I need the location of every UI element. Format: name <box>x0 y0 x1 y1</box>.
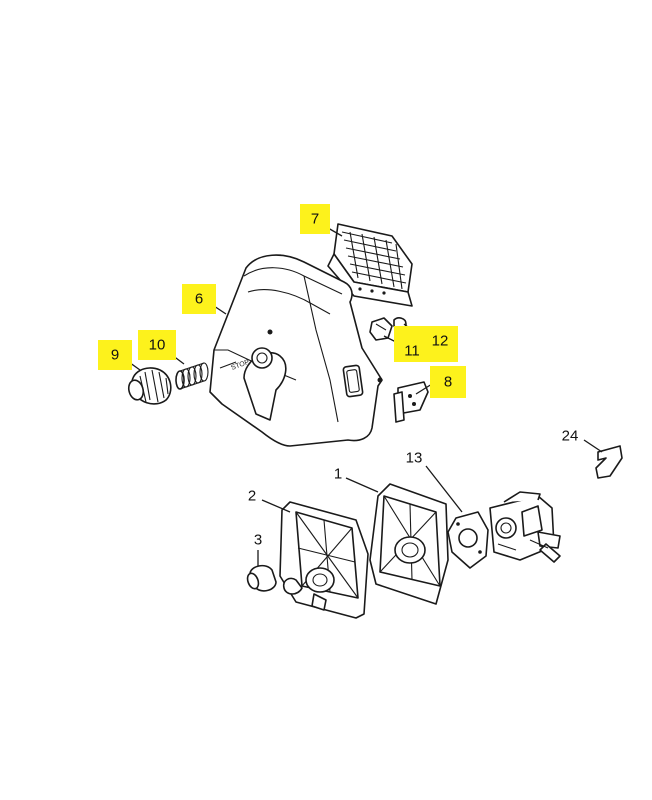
callout-8-highlight <box>430 366 466 398</box>
callout-1-label: 1 <box>334 466 342 483</box>
callout-9-label: 9 <box>111 347 119 364</box>
part-8-bracket <box>393 381 429 423</box>
callout-3-label: 3 <box>254 532 262 549</box>
callout-6-label: 6 <box>195 291 203 308</box>
callout-7-highlight <box>300 204 330 234</box>
part-9-knob <box>127 367 172 405</box>
callout-24-label: 24 <box>562 428 579 445</box>
callout-10-label: 10 <box>149 337 166 354</box>
callout-9-highlight <box>98 340 132 370</box>
callout-11-12: 11 12 <box>394 326 458 362</box>
callout-13-label: 13 <box>406 450 423 467</box>
leader-24 <box>583 439 603 453</box>
part-2-filter-base <box>279 501 369 619</box>
callout-6-highlight <box>182 284 216 314</box>
callout-2-label: 2 <box>248 488 256 505</box>
part-13-gasket <box>447 511 489 569</box>
callout-11-12-highlight <box>394 326 458 362</box>
callout-8-label: 8 <box>444 374 452 391</box>
callout-12-label: 12 <box>432 333 449 350</box>
part-24-wire-clip <box>595 445 623 479</box>
part-1-air-filter <box>369 483 449 605</box>
leader-2 <box>261 499 291 513</box>
callout-10-highlight <box>138 330 176 360</box>
leader-7 <box>327 227 343 237</box>
callout-7: 7 <box>300 204 330 234</box>
part-7-filter-grille <box>327 223 413 307</box>
part-10-spring <box>175 362 209 390</box>
callout-6: 6 <box>182 284 216 314</box>
callout-7-label: 7 <box>311 211 319 228</box>
part-11-clip <box>369 317 393 341</box>
part-3-plug <box>246 564 277 592</box>
callout-8: 8 <box>430 366 466 398</box>
callout-10: 10 <box>138 330 176 360</box>
leader-1 <box>345 477 379 493</box>
leader-13 <box>425 465 463 513</box>
leader-8 <box>415 383 433 395</box>
part-6-top-cover: STOP <box>209 254 383 447</box>
callout-9: 9 <box>98 340 132 370</box>
carburettor <box>489 491 561 563</box>
callout-11-label: 11 <box>404 343 420 360</box>
